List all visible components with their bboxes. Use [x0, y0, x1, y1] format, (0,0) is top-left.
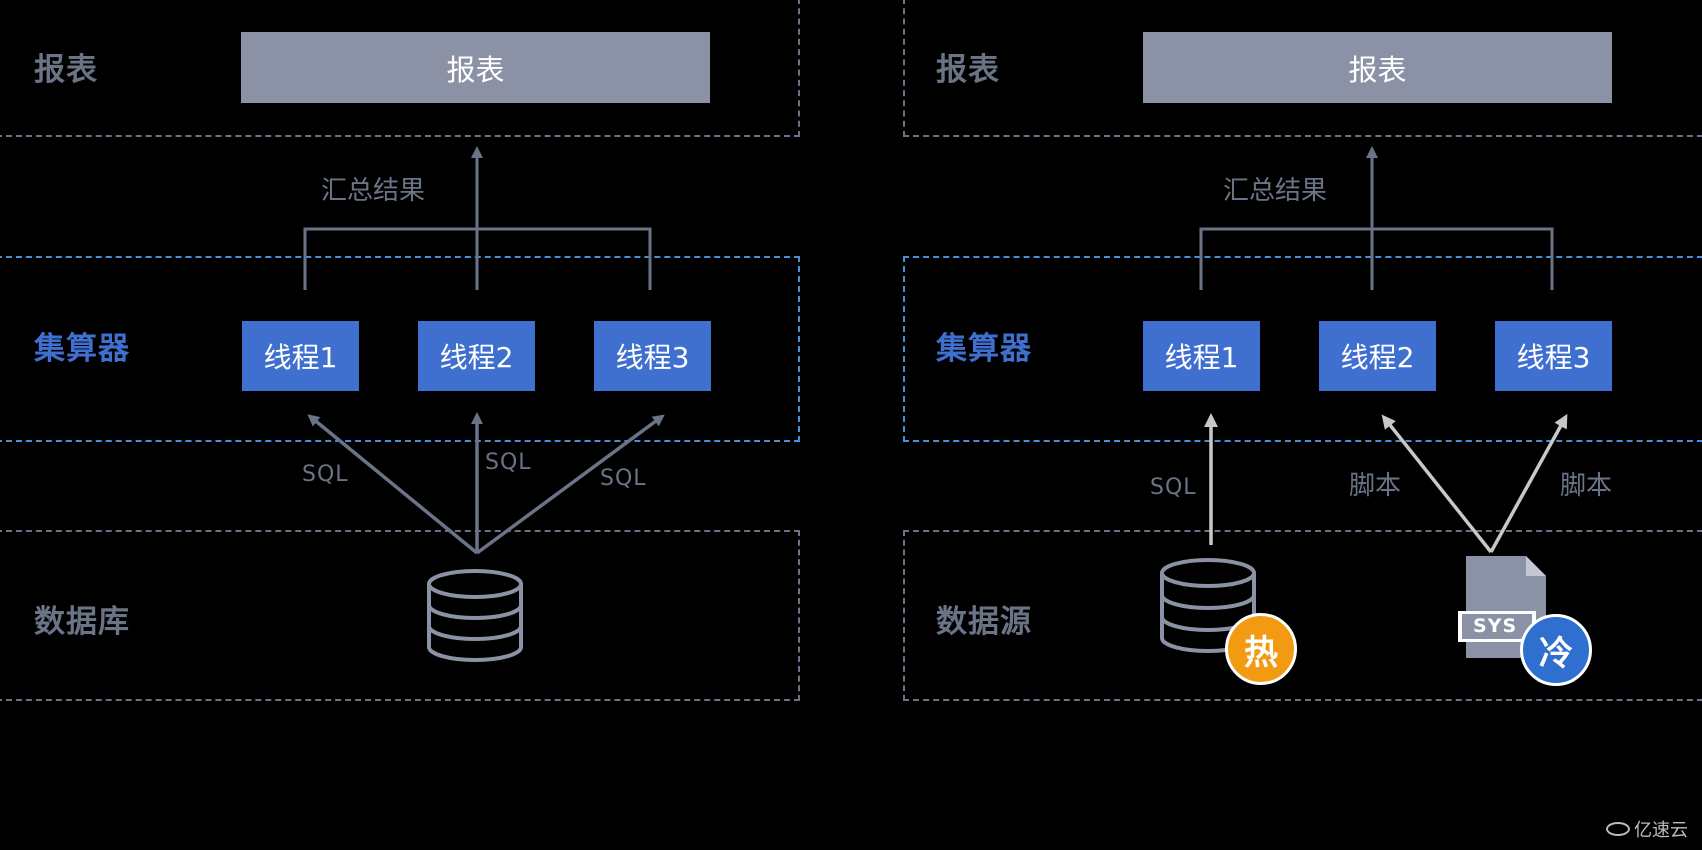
right-summary-label: 汇总结果: [1223, 176, 1328, 206]
right-thread-3: 线程3: [1495, 321, 1612, 391]
left-sql-label-2: SQL: [485, 450, 532, 475]
hot-badge: 热: [1225, 613, 1297, 685]
cloud-logo-icon: [1606, 822, 1630, 836]
left-summary-label: 汇总结果: [321, 176, 426, 206]
right-script-label-1: 脚本: [1349, 471, 1402, 501]
left-summary-connector: [303, 146, 652, 290]
left-database-icon: [427, 569, 523, 662]
left-thread-1: 线程1: [242, 321, 359, 391]
cold-badge: 冷: [1520, 614, 1592, 686]
left-source-label: 数据库: [34, 604, 130, 640]
right-thread-2: 线程2: [1319, 321, 1436, 391]
left-sql-arrows: [307, 412, 665, 555]
left-sql-label-3: SQL: [600, 466, 647, 491]
right-script-label-2: 脚本: [1560, 471, 1613, 501]
right-sql-label: SQL: [1150, 475, 1197, 500]
left-report-label: 报表: [34, 52, 98, 88]
right-summary-connector: [1199, 146, 1554, 290]
right-source-zone: [903, 530, 1702, 701]
right-source-label: 数据源: [936, 604, 1032, 640]
left-sql-label-1: SQL: [302, 462, 349, 487]
left-calc-label: 集算器: [34, 331, 130, 367]
left-report-box: 报表: [241, 32, 710, 103]
right-report-label: 报表: [936, 52, 1000, 88]
left-report-zone: [0, 0, 800, 137]
right-report-zone: [903, 0, 1702, 137]
right-report-box: 报表: [1143, 32, 1612, 103]
left-source-zone: [0, 530, 800, 701]
right-calc-label: 集算器: [936, 331, 1032, 367]
right-thread-1: 线程1: [1143, 321, 1260, 391]
watermark-text: 亿速云: [1634, 820, 1688, 841]
sys-file-label: SYS: [1473, 615, 1518, 637]
right-source-arrows: [1204, 413, 1568, 554]
left-calc-zone: [0, 256, 800, 442]
right-calc-zone: [903, 256, 1702, 442]
left-thread-3: 线程3: [594, 321, 711, 391]
watermark: 亿速云: [1606, 816, 1688, 842]
left-thread-2: 线程2: [418, 321, 535, 391]
